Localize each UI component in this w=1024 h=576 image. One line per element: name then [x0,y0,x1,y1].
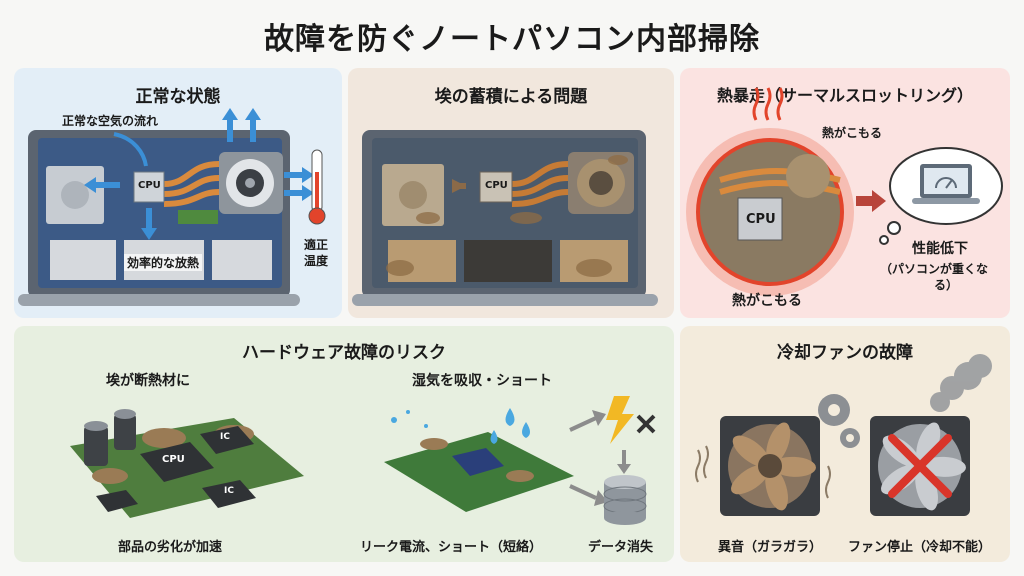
temperature-label-2: 温度 [304,254,329,268]
fan-failure-illustration [695,354,992,516]
moisture-label: 湿気を吸収・ショート [412,373,552,389]
stop-x-icon [888,434,952,498]
stop-label: ファン停止（冷却不能） [848,540,992,555]
hardware-risk-illustration [70,396,656,525]
overheating-illustration [686,87,1003,296]
dusty-laptop-illustration [352,130,658,306]
smoke-icon [930,354,992,412]
heat-waves-icon [752,87,784,121]
dust-clumps [386,155,628,277]
chip-icon [452,448,504,476]
cpu-chip [737,197,783,241]
cpu-label: CPU [746,212,776,227]
leak-label: リーク電流、ショート（短絡） [360,540,543,555]
panel-dust-accumulation: 埃の蓄積による問題 CPU [348,68,674,318]
noise-lines-icon [695,445,831,499]
data-loss-label: データ消失 [588,540,654,555]
battery-cell [50,240,116,280]
airflow-arrows [84,108,314,240]
lightning-icon [606,396,634,444]
heat-label-top: 熱がこもる [822,126,883,140]
panel-heading: 埃の蓄積による問題 [434,87,588,107]
page-title: 故障を防ぐノートパソコン内部掃除 [264,22,760,57]
laptop-base [352,294,658,306]
capacitor-icon [84,409,136,466]
chip-ic-label-1: IC [220,432,230,442]
airflow-label: 正常な空気の流れ [62,114,159,128]
noise-label: 異音（ガラガラ） [718,540,823,555]
cpu-chip [133,171,165,203]
laptop-base [18,294,300,306]
panel-thermal-runaway: 熱暴走（サーマルスロットリング） 熱がこもる CPU 熱がこもる 性能低下 （パ… [680,68,1010,318]
panel-fan-failure: 冷却ファンの故障 [680,326,1010,562]
degrade-label: 部品の劣化が加速 [118,540,223,555]
battery-cell [464,240,552,282]
performance-drop-sub-1: （パソコンが重くな [880,262,989,276]
cpu-chip [140,442,214,482]
panel-heading: 冷却ファンの故障 [777,343,913,363]
performance-drop-sub-2: る） [934,278,959,292]
chip-ic-label-2: IC [224,486,234,496]
panel-heading: 正常な状態 [135,87,221,107]
ic-chip [200,426,254,454]
arrow-icon [872,190,886,212]
performance-drop-label: 性能低下 [912,241,968,257]
panel-heading: ハードウェア故障のリスク [242,343,446,363]
panel-normal-state: 正常な状態 [14,68,342,318]
ic-chip [202,480,256,508]
temperature-label-1: 適正 [304,238,329,252]
cpu-label: CPU [485,180,508,191]
panel-hardware-failure-risk: ハードウェア故障のリスク [14,326,674,562]
cpu-label: CPU [138,180,161,191]
laptop-internal-illustration [18,108,326,306]
insulation-label: 埃が断熱材に [106,373,190,389]
heat-label-bottom: 熱がこもる [732,293,802,309]
water-drops-icon [391,408,530,444]
cpu-chip [479,171,513,203]
cooling-label: 効率的な放熱 [124,254,203,271]
database-icon [603,475,647,525]
chip-cpu-label: CPU [162,454,185,465]
error-x-icon [636,414,656,434]
battery-cell [212,240,272,280]
gear-icon [818,394,860,448]
